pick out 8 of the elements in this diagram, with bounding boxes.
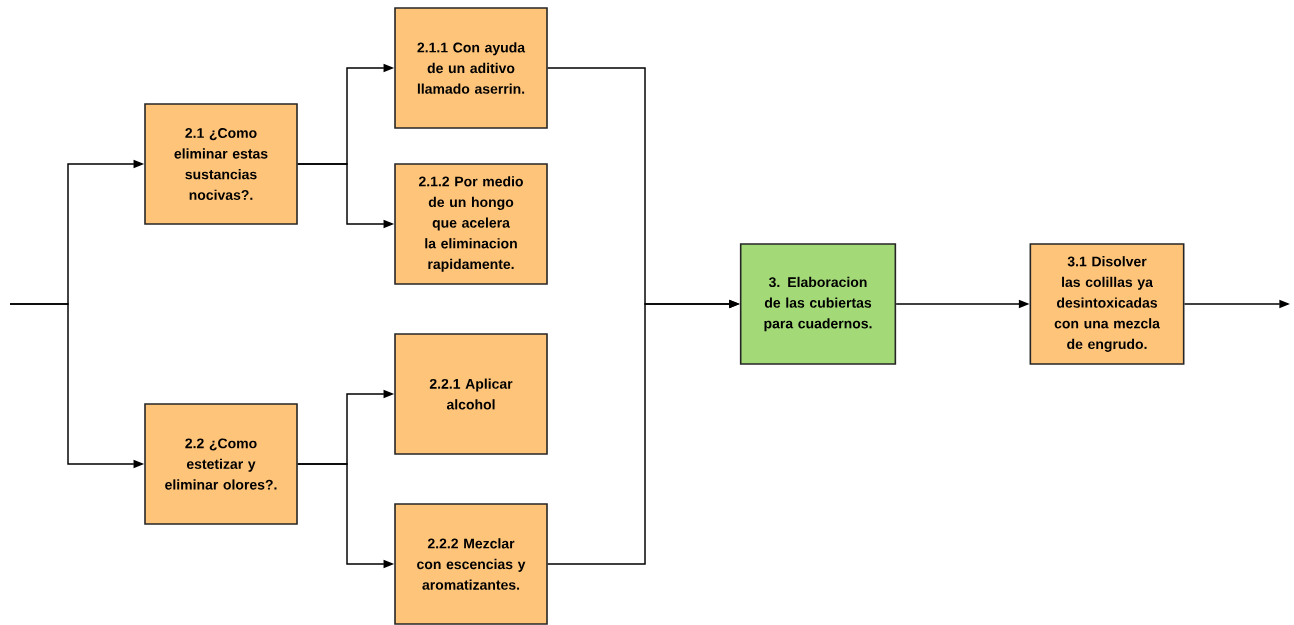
process-box: 2.2 ¿Como estetizar y eliminar olores?. — [144, 403, 298, 525]
process-box: 3. Elaboracion de las cubiertas para cuadernos. — [739, 243, 897, 365]
process-box: 2.2.1 Aplicar alcohol — [394, 333, 548, 455]
process-box: 2.1.2 Por medio de un hongo que acelera la eliminacion rapidamente. — [394, 163, 548, 285]
process-box: 3.1 Disolver las colillas ya desintoxicadas con una mezcla de engrudo. — [1029, 243, 1185, 365]
process-box: 2.1.1 Con ayuda de un aditivo llamado aserrin. — [394, 7, 548, 129]
process-box: 2.2.2 Mezclar con escencias y aromatizantes. — [394, 503, 548, 625]
process-box: 2.1 ¿Como eliminar estas sustancias nocivas?. — [144, 103, 298, 225]
